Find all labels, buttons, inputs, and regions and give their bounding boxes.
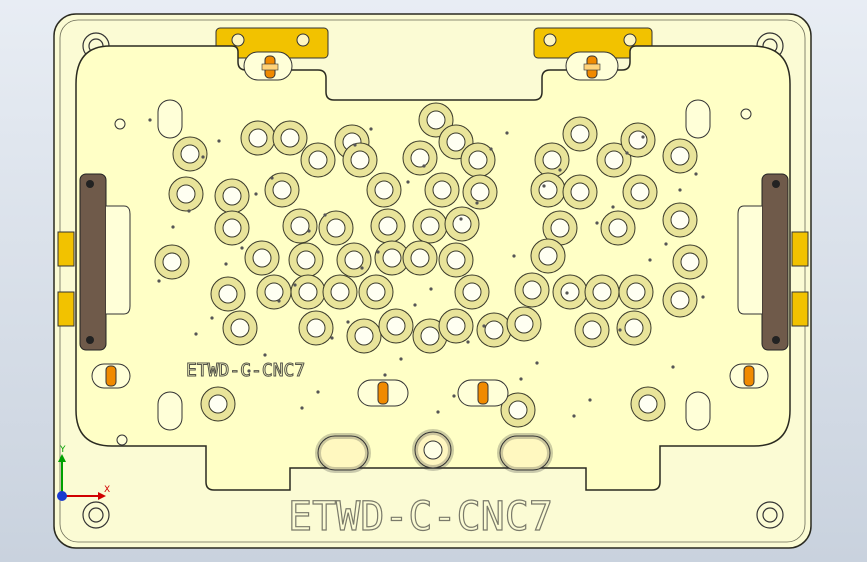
part-cavities xyxy=(148,102,708,428)
corner-bolt-icon xyxy=(82,501,110,529)
engraving-large: ETWD-C-CNC7 xyxy=(288,494,553,540)
locating-pin-icon xyxy=(583,55,601,79)
y-axis-label: Y xyxy=(59,445,66,455)
corner-bolt-icon xyxy=(756,501,784,529)
side-clamp-right xyxy=(737,173,789,351)
locating-pin-icon xyxy=(477,381,489,405)
locating-pin-icon xyxy=(743,365,755,387)
engraving-small: ETWD-C-CNC7 xyxy=(186,360,305,381)
locating-pin-icon xyxy=(105,365,117,387)
locating-pin-icon xyxy=(261,55,279,79)
side-clamp-left xyxy=(79,173,131,351)
locating-pin-icon xyxy=(377,381,389,405)
axis-triad: X Y xyxy=(57,445,110,501)
x-axis-label: X xyxy=(104,485,110,495)
